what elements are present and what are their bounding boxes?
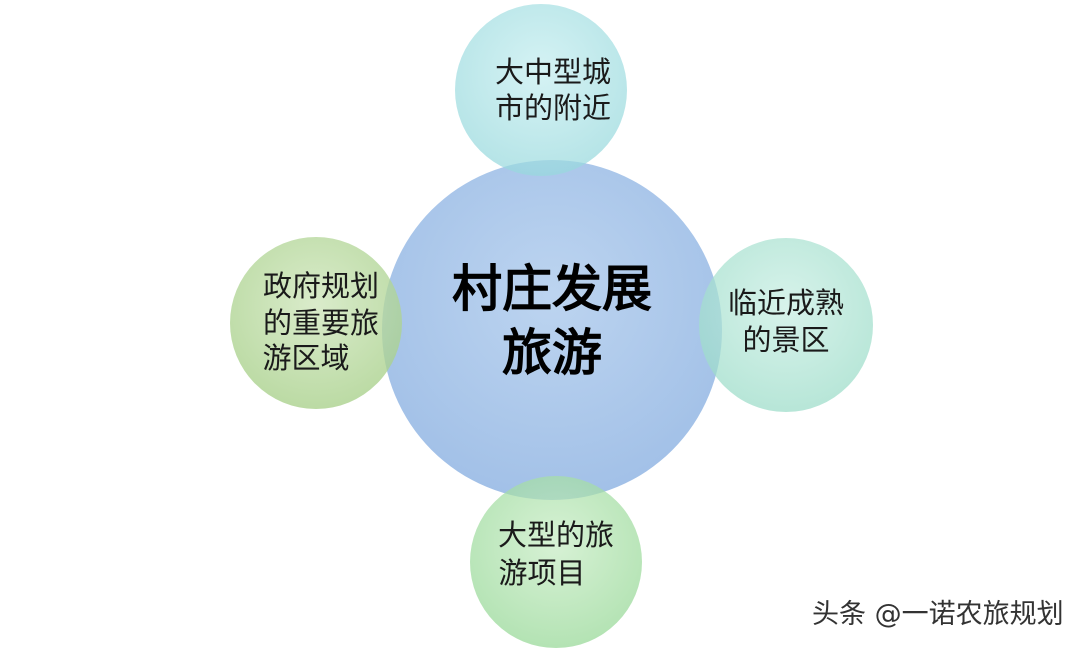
watermark-text: 头条 @一诺农旅规划 — [812, 599, 1064, 630]
left-label-line3: 游区域 — [262, 341, 349, 375]
top-label-line1: 大中型城 — [495, 55, 611, 89]
center-label-line1: 村庄发展 — [452, 260, 652, 318]
bottom-label-line1: 大型的旅 — [498, 518, 614, 552]
center-node — [382, 160, 722, 500]
node-top — [455, 4, 627, 176]
right-label-line2: 的景区 — [742, 323, 829, 357]
node-bottom — [470, 476, 642, 648]
left-label-line1: 政府规划 — [263, 269, 379, 303]
center-label-line2: 旅游 — [502, 324, 602, 382]
bottom-label-line2: 游项目 — [498, 556, 585, 590]
top-label-line2: 市的附近 — [495, 91, 611, 125]
node-left — [230, 237, 402, 409]
left-label-line2: 的重要旅 — [263, 306, 379, 340]
right-label-line1: 临近成熟 — [728, 286, 844, 320]
node-right — [699, 238, 873, 412]
